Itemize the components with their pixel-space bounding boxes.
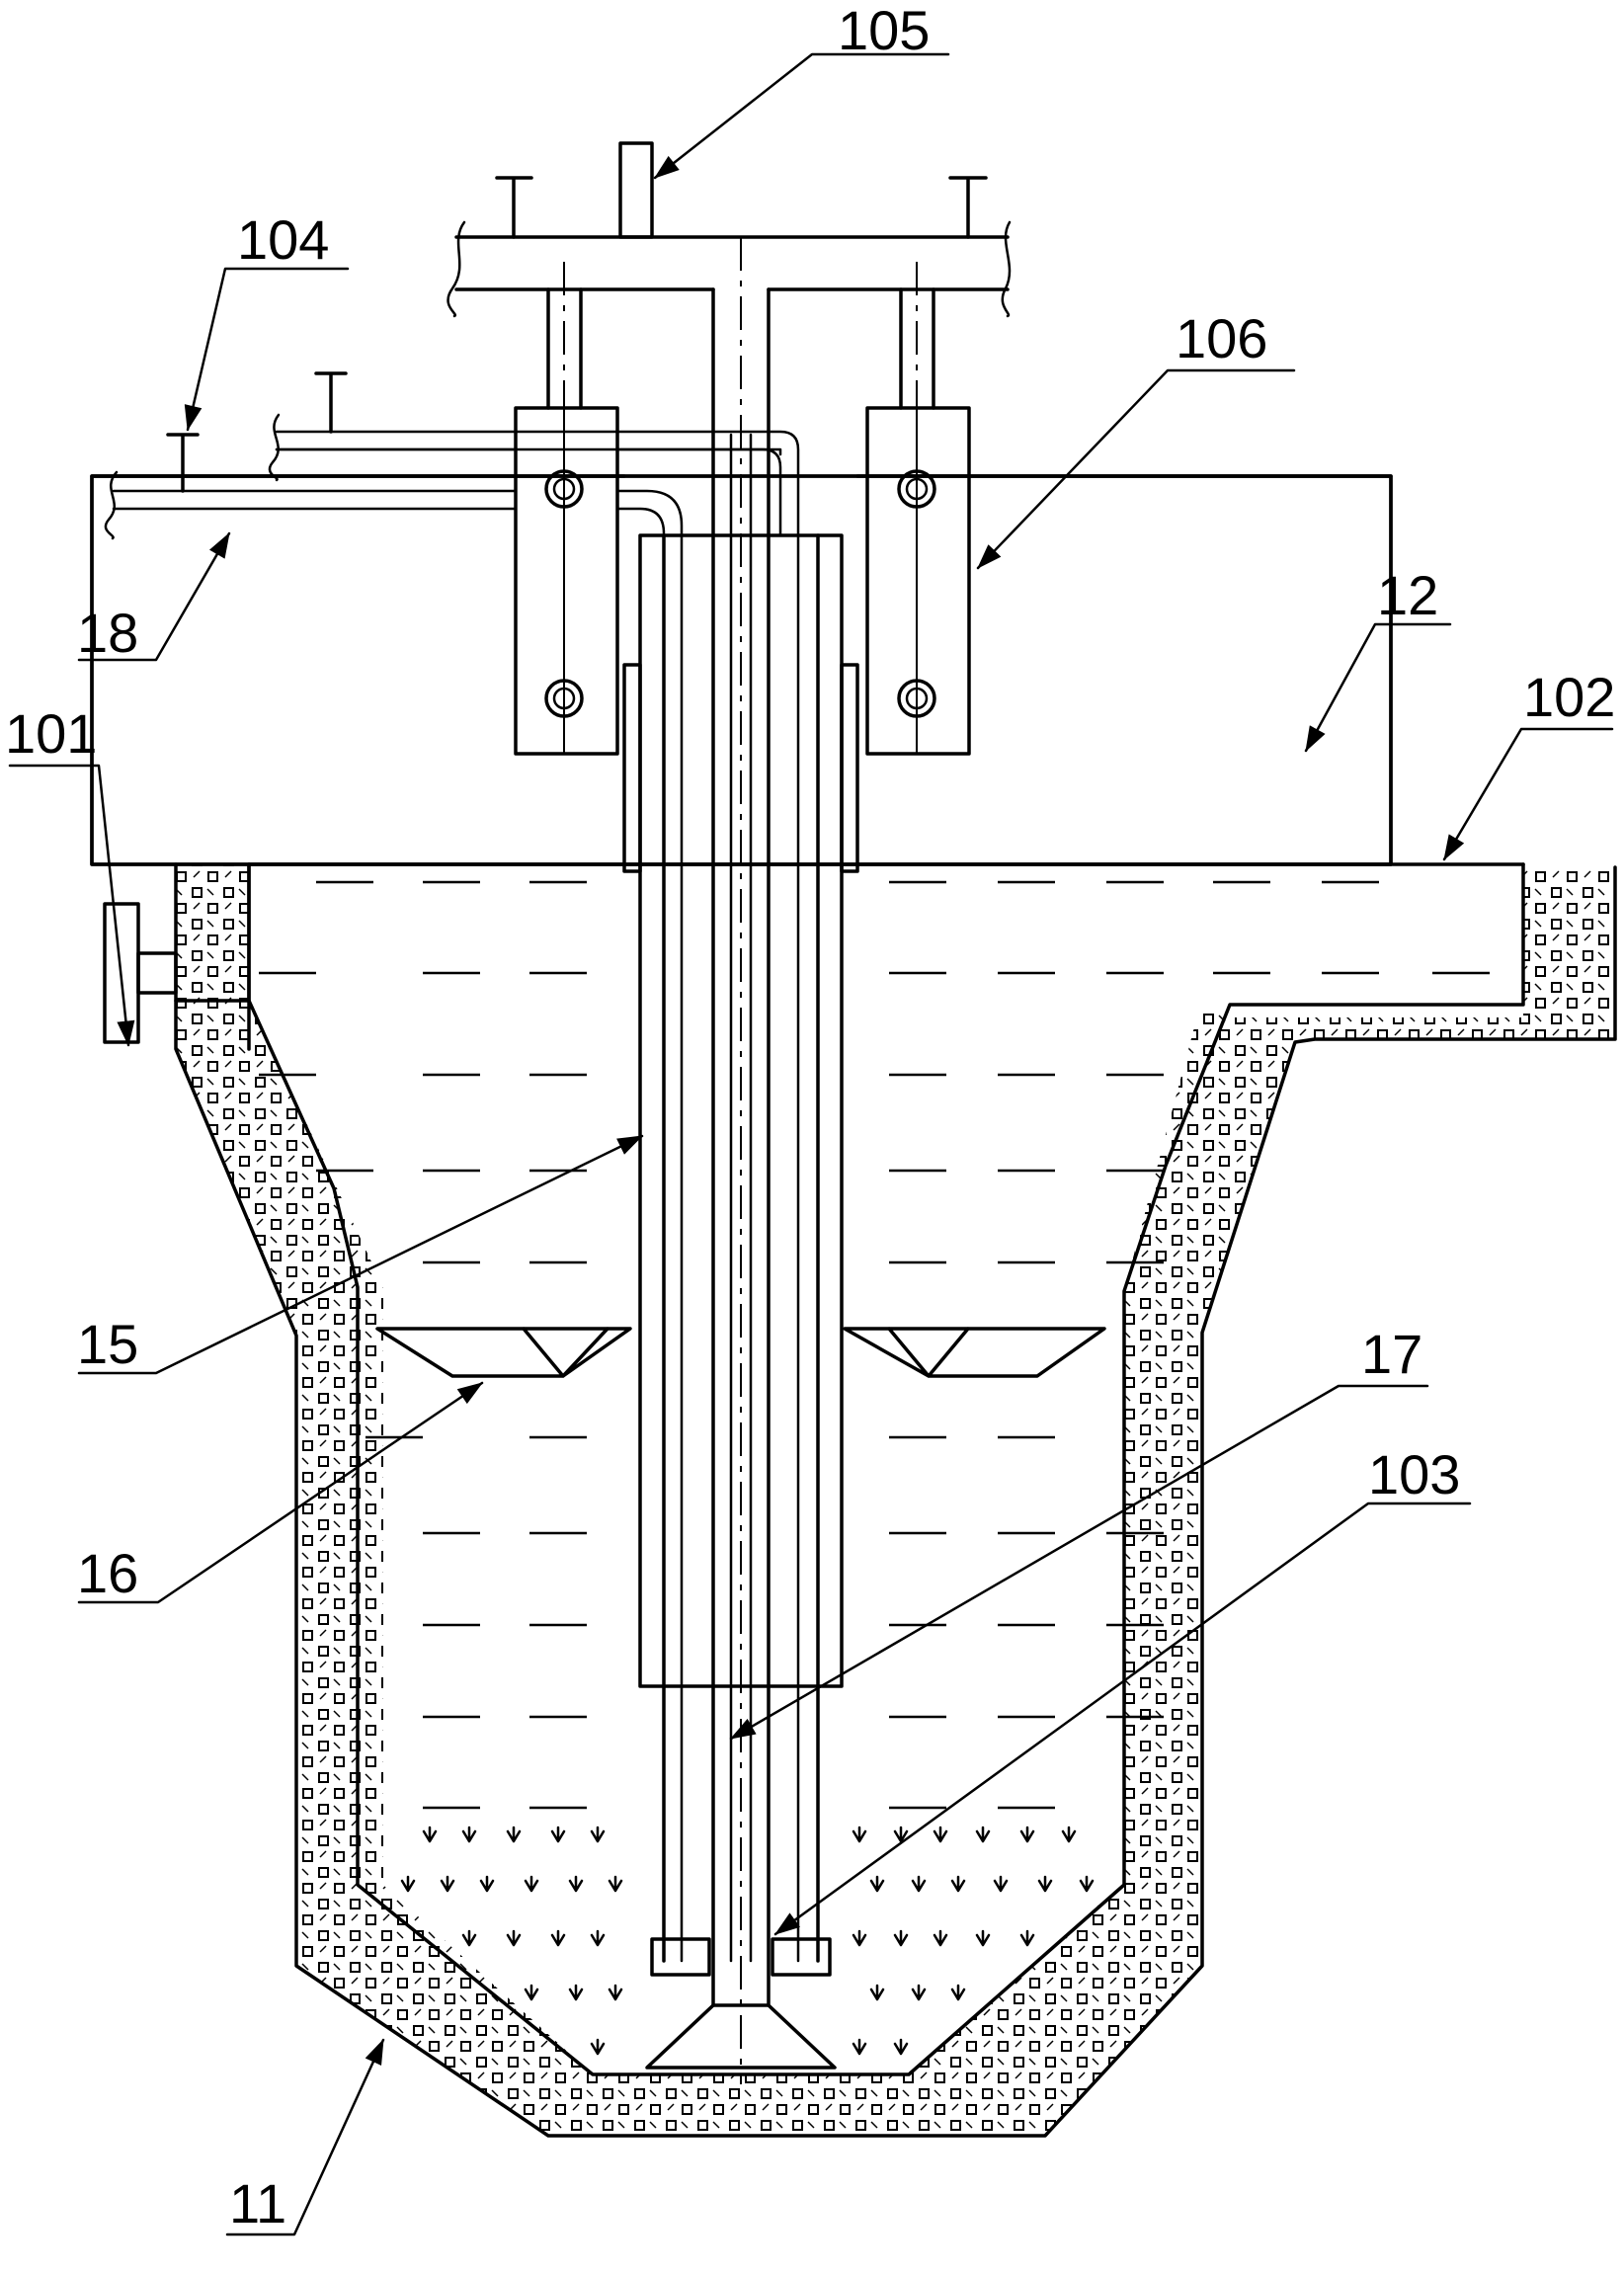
sediment-marks bbox=[400, 1826, 1095, 2056]
left-upper-insulation-2 bbox=[176, 1001, 249, 1055]
nozzle-left bbox=[650, 1937, 711, 1977]
impeller-cone bbox=[645, 2003, 837, 2070]
label-11: 11 bbox=[229, 2172, 286, 2234]
sediment-mark bbox=[422, 1826, 438, 1843]
label-106: 106 bbox=[1176, 307, 1267, 369]
label-102: 102 bbox=[1523, 666, 1615, 728]
sediment-mark bbox=[506, 1929, 522, 1947]
label-105: 105 bbox=[838, 0, 930, 61]
pipe-104-lower bbox=[275, 447, 782, 537]
valve-top-left bbox=[495, 176, 533, 239]
valve-18 bbox=[166, 433, 200, 493]
bracket-left bbox=[514, 406, 619, 756]
sediment-mark bbox=[1079, 1875, 1095, 1893]
sediment-mark bbox=[893, 1826, 909, 1843]
sediment-mark bbox=[440, 1875, 455, 1893]
sediment-mark bbox=[590, 1929, 606, 1947]
sediment-mark bbox=[479, 1875, 495, 1893]
sediment-mark bbox=[608, 1984, 623, 2001]
sediment-mark bbox=[550, 1826, 566, 1843]
label-17: 17 bbox=[1361, 1323, 1422, 1385]
nozzle-right bbox=[771, 1937, 832, 1977]
sediment-mark bbox=[461, 1929, 477, 1947]
sediment-mark bbox=[1019, 1826, 1035, 1843]
sediment-mark bbox=[524, 1875, 539, 1893]
sediment-mark bbox=[590, 1826, 606, 1843]
label-101: 101 bbox=[5, 702, 97, 765]
sediment-mark bbox=[933, 1826, 948, 1843]
sediment-mark bbox=[568, 1984, 584, 2001]
sediment-mark bbox=[852, 1826, 867, 1843]
collar-left bbox=[622, 663, 642, 873]
baffle-right bbox=[843, 1327, 1106, 1378]
pipe-18-break bbox=[104, 470, 119, 540]
pipe-104-break bbox=[268, 413, 281, 482]
valve-104 bbox=[314, 371, 348, 434]
sediment-mark bbox=[911, 1984, 927, 2001]
label-18: 18 bbox=[77, 602, 138, 664]
sediment-mark bbox=[400, 1875, 416, 1893]
top-crossbar-break-left bbox=[447, 220, 466, 318]
sediment-mark bbox=[975, 1826, 991, 1843]
collar-right bbox=[840, 663, 859, 873]
vessel-interior bbox=[249, 864, 1523, 2074]
sediment-mark bbox=[608, 1875, 623, 1893]
sediment-mark bbox=[461, 1826, 477, 1843]
top-crossbar-break-right bbox=[1001, 220, 1012, 318]
sediment-mark bbox=[568, 1875, 584, 1893]
label-16: 16 bbox=[77, 1542, 138, 1604]
water-dashes bbox=[259, 880, 1490, 1810]
sediment-mark bbox=[1019, 1929, 1035, 1947]
sediment-mark bbox=[933, 1929, 948, 1947]
label-12: 12 bbox=[1377, 564, 1438, 626]
label-104: 104 bbox=[237, 208, 329, 271]
sediment-mark bbox=[590, 2038, 606, 2056]
sediment-mark bbox=[911, 1875, 927, 1893]
drive-stub-105 bbox=[618, 141, 654, 239]
sediment-mark bbox=[550, 1929, 566, 1947]
sediment-mark bbox=[893, 1929, 909, 1947]
top-crossbar bbox=[454, 235, 1010, 291]
sediment-mark bbox=[1061, 1826, 1077, 1843]
sediment-mark bbox=[524, 1984, 539, 2001]
bolt-right-upper bbox=[897, 469, 936, 509]
valve-top-right bbox=[948, 176, 988, 239]
bolt-left-lower bbox=[544, 679, 584, 718]
bolt-right-lower bbox=[897, 679, 936, 718]
side-outlet-pipe bbox=[136, 951, 178, 995]
sediment-mark bbox=[950, 1875, 966, 1893]
sediment-mark bbox=[950, 1984, 966, 2001]
label-15: 15 bbox=[77, 1313, 138, 1375]
bracket-right bbox=[865, 406, 971, 756]
pipe-104 bbox=[275, 430, 800, 537]
sediment-mark bbox=[893, 2038, 909, 2056]
sediment-mark bbox=[993, 1875, 1009, 1893]
label-103: 103 bbox=[1368, 1443, 1460, 1505]
sediment-mark bbox=[1037, 1875, 1053, 1893]
sediment-mark bbox=[869, 1984, 885, 2001]
sediment-mark bbox=[975, 1929, 991, 1947]
bolt-left-upper bbox=[544, 469, 584, 509]
sediment-mark bbox=[869, 1875, 885, 1893]
leader-lines bbox=[8, 52, 1614, 2236]
pipe-18 bbox=[112, 489, 684, 537]
sediment-mark bbox=[852, 2038, 867, 2056]
vessel-outer-outline bbox=[174, 862, 1617, 2138]
sediment-mark bbox=[852, 1929, 867, 1947]
sediment-mark bbox=[506, 1826, 522, 1843]
baffle-left bbox=[375, 1327, 632, 1378]
left-upper-insulation bbox=[176, 864, 249, 1001]
